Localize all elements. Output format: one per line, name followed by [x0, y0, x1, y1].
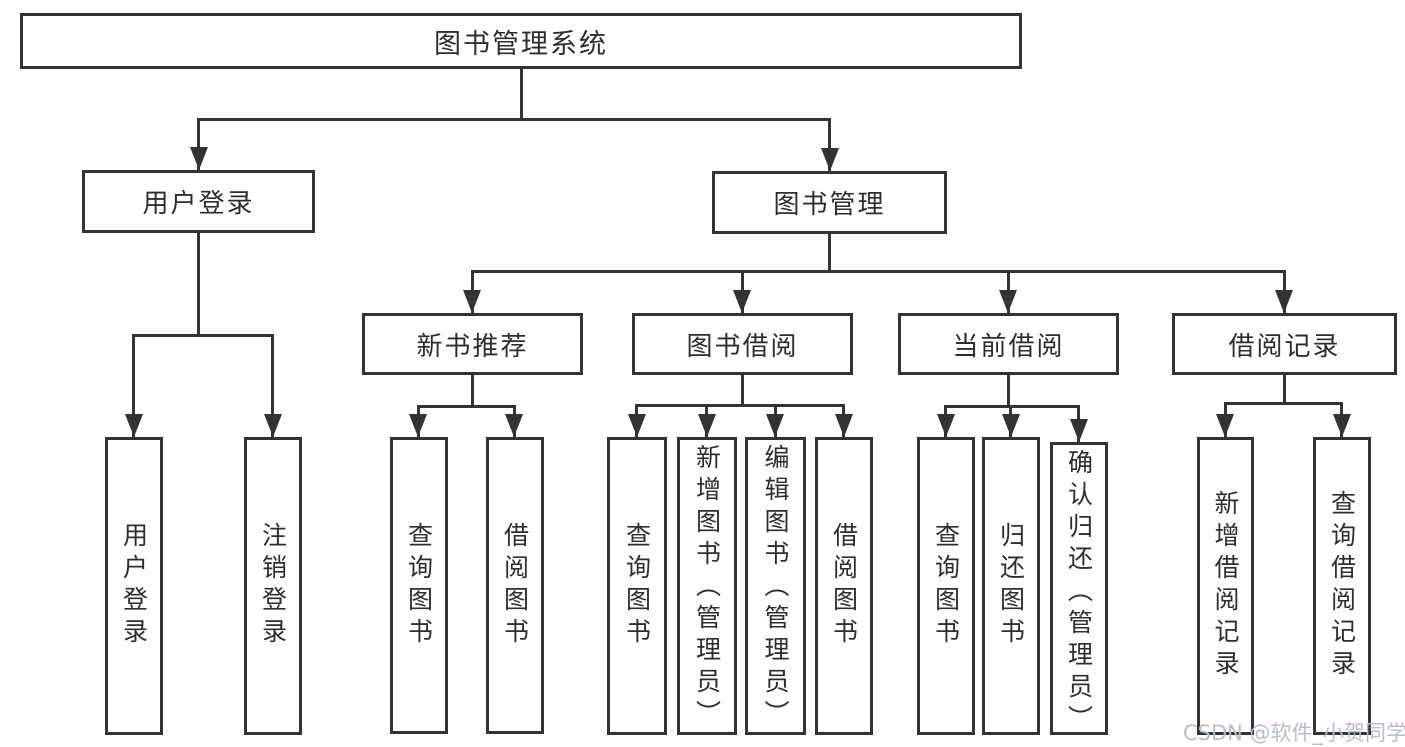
- connector-line: [197, 233, 200, 337]
- arrow-down-icon: [999, 290, 1017, 313]
- connector-line: [271, 334, 274, 437]
- connector-line: [741, 375, 744, 407]
- arrow-down-icon: [1216, 414, 1234, 437]
- node-user-login: 用户登录: [82, 170, 315, 233]
- node-new-book-recommend: 新书推荐: [362, 313, 583, 375]
- leaf-query-borrow-record: 查询借阅记录: [1313, 437, 1371, 735]
- connector-line: [944, 405, 1080, 408]
- leaf-add-borrow-record: 新增借阅记录: [1197, 437, 1254, 735]
- arrow-down-icon: [733, 290, 751, 313]
- connector-line: [1007, 375, 1010, 408]
- arrow-down-icon: [463, 290, 481, 313]
- leaf-confirm-return-admin: 确认归还（管理员）: [1050, 442, 1108, 737]
- connector-line: [417, 405, 516, 408]
- connector-line: [1283, 375, 1286, 405]
- watermark: CSDN @软件_小贺同学: [1183, 721, 1405, 745]
- connector-line: [635, 404, 845, 407]
- connector-line: [828, 118, 831, 171]
- leaf-query-books-3: 查询图书: [917, 437, 975, 735]
- arrow-down-icon: [409, 414, 427, 437]
- arrow-down-icon: [1333, 414, 1351, 437]
- leaf-borrow-books-2: 借阅图书: [815, 437, 873, 735]
- connector-line: [197, 118, 831, 121]
- arrow-down-icon: [628, 414, 646, 437]
- arrow-down-icon: [821, 148, 839, 171]
- arrow-down-icon: [190, 147, 208, 170]
- connector-line: [471, 270, 1286, 273]
- leaf-query-books-2: 查询图书: [607, 437, 667, 735]
- leaf-borrow-books-1: 借阅图书: [486, 437, 544, 734]
- node-root: 图书管理系统: [20, 13, 1022, 69]
- arrow-down-icon: [1070, 419, 1088, 442]
- leaf-edit-books-admin: 编辑图书（管理员）: [745, 437, 806, 735]
- arrow-down-icon: [937, 414, 955, 437]
- arrow-down-icon: [698, 414, 716, 437]
- node-current-borrow: 当前借阅: [898, 313, 1119, 375]
- leaf-user-login: 用户登录: [105, 437, 163, 735]
- arrow-down-icon: [505, 414, 523, 437]
- node-book-management: 图书管理: [712, 171, 947, 234]
- arrow-down-icon: [766, 414, 784, 437]
- connector-line: [132, 334, 135, 437]
- arrow-down-icon: [835, 414, 853, 437]
- leaf-logout: 注销登录: [244, 437, 302, 735]
- arrow-down-icon: [125, 414, 143, 437]
- arrow-down-icon: [1275, 290, 1293, 313]
- connector-line: [520, 69, 523, 121]
- arrow-down-icon: [264, 414, 282, 437]
- connector-line: [471, 375, 474, 408]
- node-borrow-records: 借阅记录: [1172, 313, 1397, 375]
- connector-line: [132, 334, 274, 337]
- leaf-query-books-1: 查询图书: [390, 437, 448, 734]
- node-book-borrow: 图书借阅: [632, 313, 853, 375]
- leaf-return-books: 归还图书: [982, 437, 1040, 735]
- connector-line: [197, 118, 200, 170]
- connector-line: [828, 234, 831, 273]
- leaf-add-books-admin: 新增图书（管理员）: [677, 437, 737, 735]
- connector-line: [1224, 402, 1343, 405]
- arrow-down-icon: [1002, 414, 1020, 437]
